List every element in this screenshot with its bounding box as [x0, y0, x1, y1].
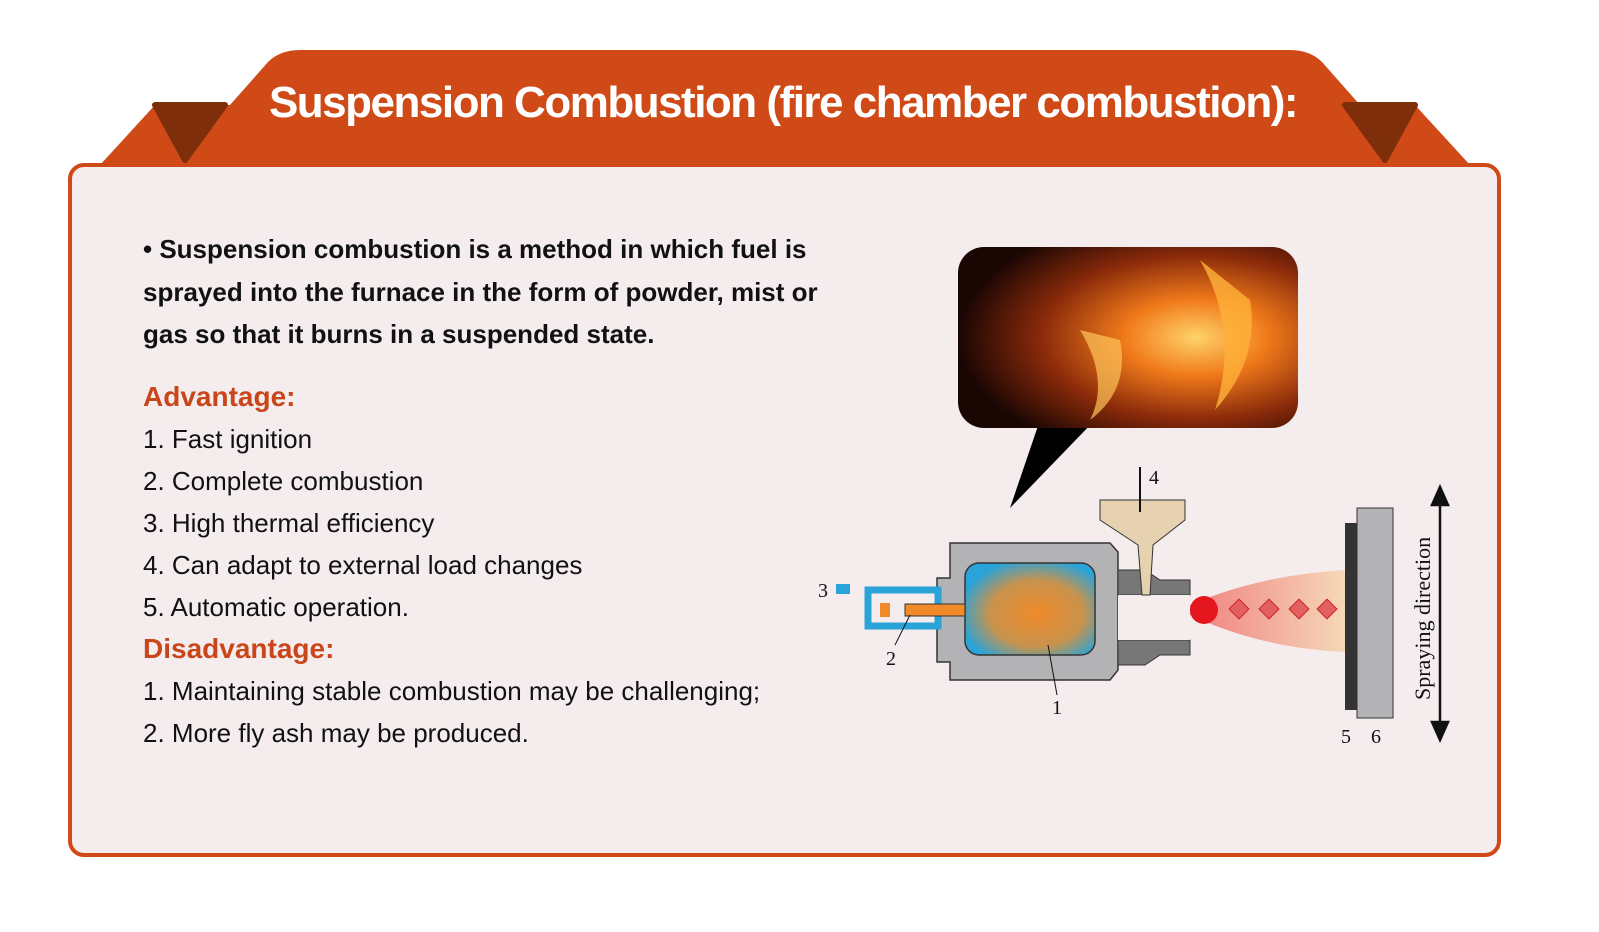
advantage-item: 4. Can adapt to external load changes	[143, 549, 583, 580]
disadvantage-item: 2. More fly ash may be produced.	[143, 717, 529, 748]
advantage-item: 5. Automatic operation.	[143, 591, 409, 622]
leader-1	[1047, 644, 1058, 696]
disadvantage-item: 1. Maintaining stable combustion may be …	[143, 675, 761, 706]
advantage-heading: Advantage:	[143, 380, 296, 412]
coating-layer	[1345, 523, 1357, 710]
advantage-item: 1. Fast ignition	[143, 423, 313, 454]
label-2: 2	[886, 648, 896, 670]
banner-fold-right	[1342, 102, 1418, 163]
label-3: 3	[818, 580, 828, 602]
page-title: Suspension Combustion (fire chamber comb…	[268, 78, 1299, 127]
disadvantage-heading: Disadvantage:	[143, 632, 335, 664]
text-content: • Suspension combustion is a method in w…	[143, 228, 863, 754]
spraying-direction-arrow	[1430, 483, 1450, 744]
label-6: 6	[1371, 726, 1381, 748]
banner-fold-left	[152, 102, 228, 163]
advantage-item: 3. High thermal efficiency	[143, 507, 435, 538]
substrate	[1356, 507, 1394, 719]
burner-body	[836, 467, 1191, 681]
leader-2	[894, 614, 911, 646]
advantage-item: 2. Complete combustion	[143, 465, 424, 496]
intro-text: • Suspension combustion is a method in w…	[143, 234, 818, 349]
spraying-direction-label: Spraying direction	[1410, 537, 1435, 700]
spray-plume	[1190, 570, 1345, 652]
label-4: 4	[1149, 467, 1159, 489]
label-5: 5	[1341, 726, 1351, 748]
fire-photo-bubble	[958, 247, 1298, 508]
label-1: 1	[1052, 697, 1062, 719]
header-banner	[100, 50, 1470, 165]
